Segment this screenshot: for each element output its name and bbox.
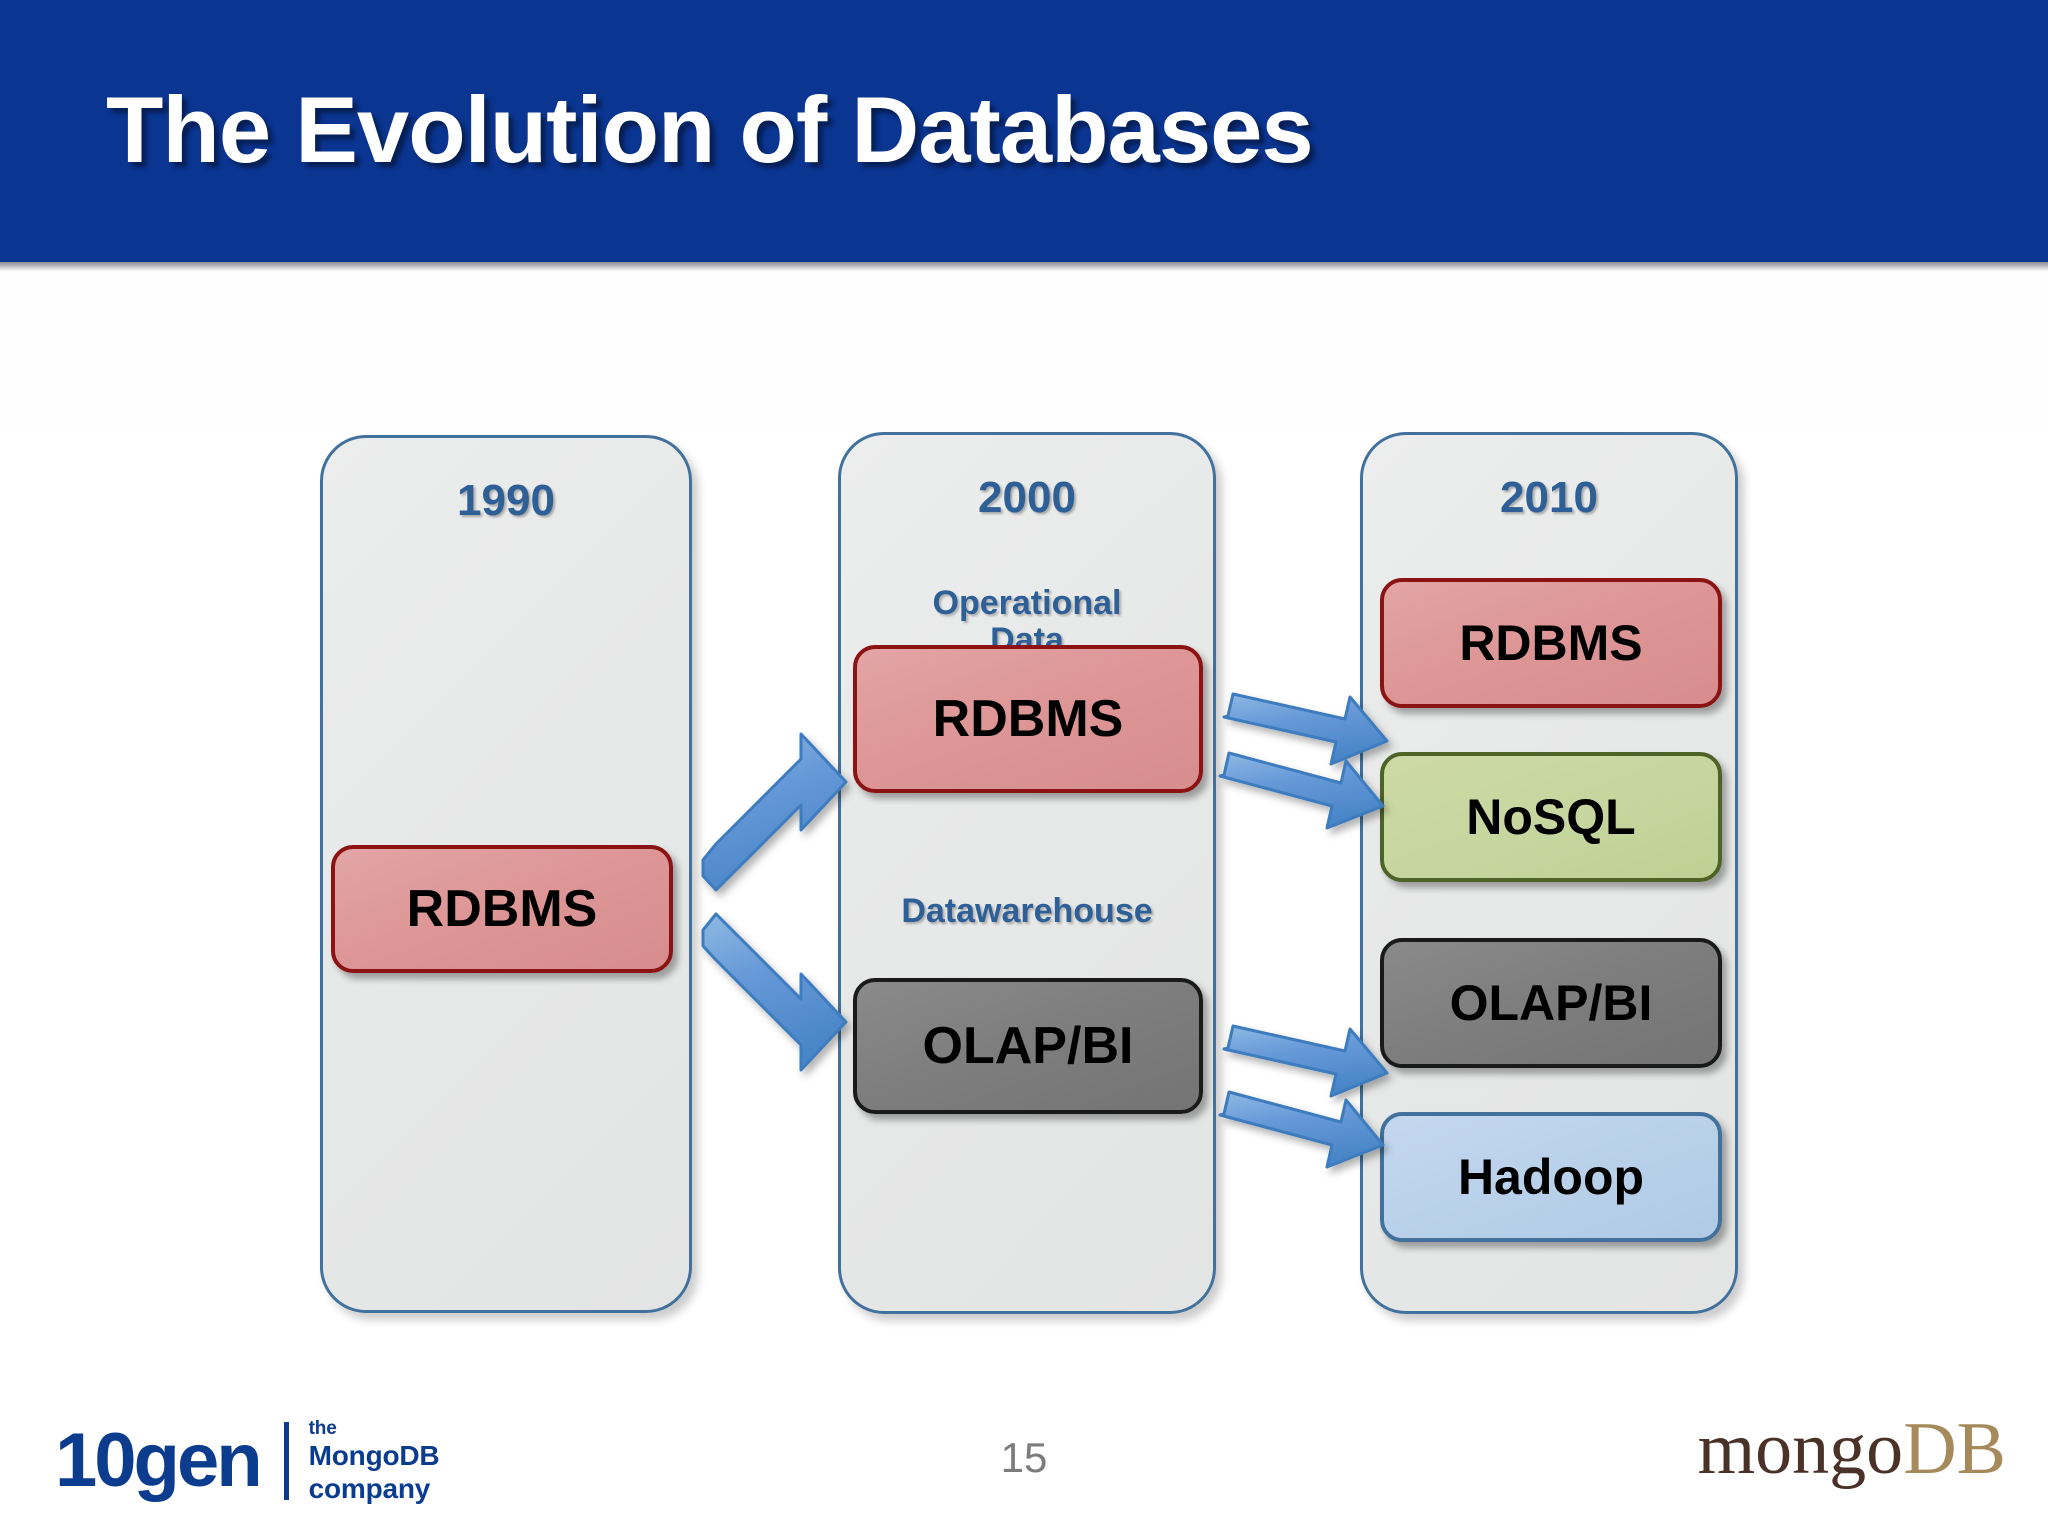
era-label-2000: 2000 (978, 473, 1076, 522)
tech-box-label: RDBMS (406, 880, 598, 938)
mongodb-logo-mongo: mongo (1697, 1408, 1904, 1490)
page-number: 15 (1000, 1434, 1048, 1481)
mongodb-logo: mongoDB (1698, 1412, 2006, 1486)
tech-box-label: OLAP/BI (922, 1017, 1134, 1075)
tech-box-hadoop-2010[interactable]: Hadoop (1380, 1112, 1722, 1242)
era-panel-2010: 2010 RDBMS NoSQL OLAP/BI Hadoop (1360, 432, 1738, 1314)
tech-box-rdbms-1990[interactable]: RDBMS (331, 845, 673, 973)
era-panel-1990: 1990 RDBMS (320, 435, 692, 1313)
era-label-1990: 1990 (457, 476, 555, 525)
logo-divider (283, 1422, 289, 1501)
tech-box-label: Hadoop (1457, 1149, 1645, 1205)
tech-box-rdbms-2000[interactable]: RDBMS (853, 645, 1203, 793)
mongodb-logo-db: DB (1903, 1408, 2006, 1490)
tech-box-label: RDBMS (1459, 615, 1643, 671)
arrow-1990-rdbms-to-2000-olapbi (701, 912, 848, 1072)
tengen-logo: 10gen the MongoDB company (55, 1418, 440, 1505)
tagline-line-mongodb: MongoDB (308, 1440, 440, 1472)
tech-box-rdbms-2010[interactable]: RDBMS (1380, 578, 1722, 708)
tech-box-label: RDBMS (932, 690, 1124, 748)
tagline-line-company: company (308, 1472, 431, 1504)
arrow-2000-olapbi-to-2010-hadoop (1218, 1090, 1385, 1169)
arrow-1990-rdbms-to-2000-rdbms (701, 732, 848, 892)
tagline-line-the: the (308, 1418, 337, 1439)
tech-box-olapbi-2010[interactable]: OLAP/BI (1380, 938, 1722, 1068)
group-label-line-1: Operational (932, 584, 1122, 622)
group-label-operational-data: Operational Data (841, 585, 1213, 658)
group-label-datawarehouse: Datawarehouse (901, 892, 1153, 930)
arrow-2000-rdbms-to-2010-nosql (1218, 751, 1385, 830)
tech-box-olapbi-2000[interactable]: OLAP/BI (853, 978, 1203, 1114)
era-panel-2000: 2000 Operational Data RDBMS Datawarehous… (838, 432, 1216, 1314)
slide-header-band (0, 0, 2048, 262)
page-title: The Evolution of Databases (106, 77, 1314, 182)
tech-box-nosql-2010[interactable]: NoSQL (1380, 752, 1722, 882)
tech-box-label: OLAP/BI (1449, 975, 1653, 1031)
era-label-2010: 2010 (1500, 473, 1598, 522)
tengen-tagline: the MongoDB company (309, 1418, 440, 1505)
header-shadow-divider (0, 262, 2048, 272)
tengen-wordmark: 10gen (55, 1418, 263, 1504)
tech-box-label: NoSQL (1466, 789, 1636, 845)
